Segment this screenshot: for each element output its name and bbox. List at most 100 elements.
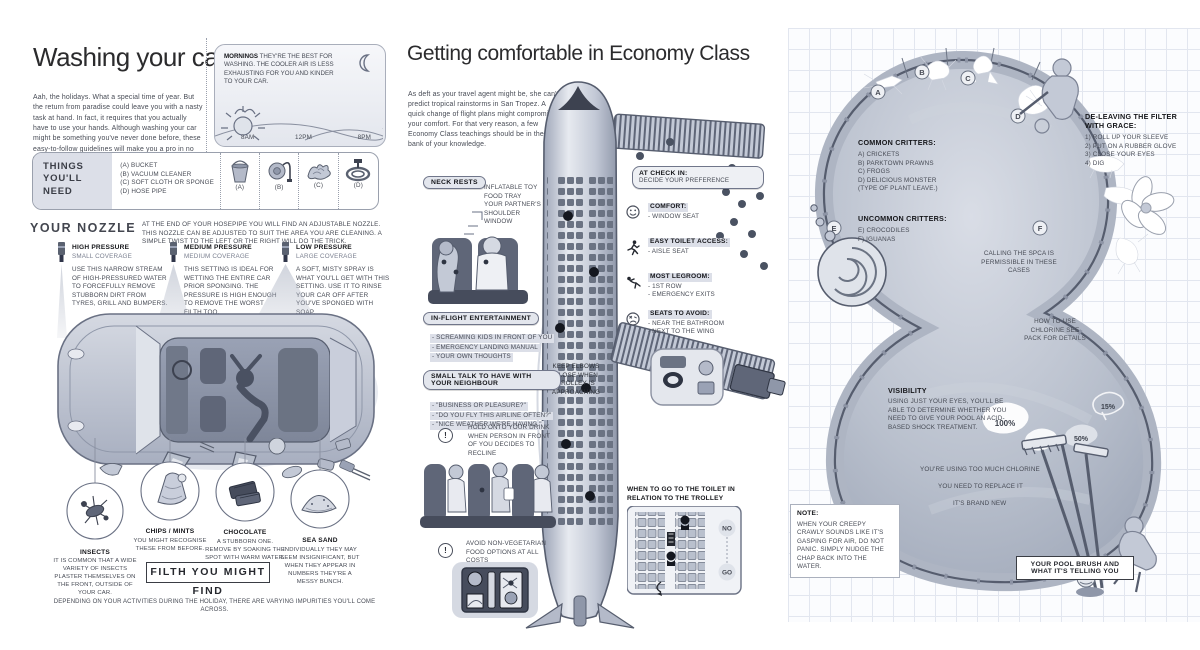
filth-text-sand: INDIVIDUALLY THEY MAY SEEM INSIGNIFICANT… — [280, 547, 360, 585]
things-item-c: (C) SOFT CLOTH OR SPONGE — [120, 179, 214, 186]
chocolate-bar-icon — [228, 480, 261, 507]
neck-rest-seats-illustration — [428, 211, 528, 304]
insect-splat-icon — [80, 495, 109, 526]
toilet-go-badge: GO — [722, 570, 732, 577]
things-label-b: (B) — [274, 184, 284, 191]
cricket-icon — [863, 73, 903, 95]
pool-illustration: A B C D E F 100% 80% 50% 15% — [810, 47, 1175, 597]
comfort-smiley-icon — [626, 205, 640, 219]
left-panel-title: Washing your car — [33, 42, 227, 72]
verdict-replace: YOU NEED TO REPLACE IT — [938, 483, 1023, 490]
middle-intro: As deft as your travel agent might be, s… — [408, 91, 559, 148]
vacuum-cleaner-icon — [268, 161, 293, 182]
toilet-minimap: NO GO — [627, 506, 742, 596]
filth-text-chips: YOU MIGHT RECOGNISE THESE FROM BEFORE. — [133, 538, 207, 552]
checkin-comfort: COMFORT: - WINDOW SEAT — [648, 203, 700, 220]
deleaving-block: DE-LEAVING THE FILTER WITH GRACE: 1) ROL… — [1085, 112, 1178, 167]
time-8am: 8AM — [241, 133, 255, 141]
filth-samples-illustration — [66, 438, 352, 540]
nozzle-lead: AT THE END OF YOUR HOSEPIPE YOU WILL FIN… — [142, 221, 382, 245]
neck-rests-label: NECK RESTS — [423, 176, 486, 189]
filth-box-label: FILTH YOU MIGHT FIND — [146, 562, 270, 597]
pool-shape — [814, 50, 1162, 592]
hanging-items-icons — [199, 438, 352, 455]
airplane-top-view-illustration — [525, 81, 786, 629]
pct-50: 50% — [1074, 436, 1089, 443]
warning-icon: ! — [438, 428, 453, 443]
visibility-block: VISIBILITY USING JUST YOUR EYES, YOU'LL … — [888, 386, 1007, 431]
food-tray-illustration — [452, 562, 538, 618]
svg-text:F: F — [1038, 224, 1043, 233]
mornings-box: MORNINGS THEY'RE THE BEST FOR WASHING. T… — [214, 44, 386, 147]
car-top-view-illustration — [57, 313, 378, 492]
filth-text-chocolate: A STUBBORN ONE. REMOVE BY SOAKING THE SP… — [205, 539, 285, 561]
creepy-crawly-swirl-icon — [810, 204, 887, 307]
checkin-avoid: SEATS TO AVOID: - NEAR THE BATHROOM - NE… — [648, 310, 725, 336]
low-pressure-nozzle-icon — [282, 242, 289, 262]
filth-title-sand: SEA SAND — [302, 537, 338, 544]
seated-passenger-icons — [555, 211, 599, 501]
svg-text:E: E — [831, 224, 836, 233]
moon-icon — [359, 54, 371, 72]
pct-100: 100% — [995, 419, 1015, 428]
soft-cloth-icon — [307, 164, 331, 180]
svg-text:C: C — [965, 74, 971, 83]
things-title: THINGS YOU'LL NEED — [33, 153, 113, 209]
iguana-icon — [1115, 233, 1149, 275]
filth-title-chocolate: CHOCOLATE — [223, 529, 267, 536]
small-talk-label: SMALL TALK TO HAVE WITH YOUR NEIGHBOUR — [423, 370, 561, 390]
toilet-map-label: WHEN TO GO TO THE TOILET IN RELATION TO … — [627, 486, 735, 502]
medium-pressure-nozzle-icon — [170, 242, 177, 262]
bucket-icon — [231, 160, 249, 183]
checkin-legroom: MOST LEGROOM: - 1ST ROW - EMERGENCY EXIT… — [648, 273, 715, 299]
entertainment-options: - SCREAMING KIDS IN FRONT OF YOU - EMERG… — [430, 334, 555, 362]
nozzle-setting-high: HIGH PRESSURE SMALL COVERAGE USE THIS NA… — [72, 244, 168, 308]
things-item-a: (A) BUCKET — [120, 162, 158, 169]
svg-text:A: A — [875, 88, 881, 97]
verdict-chlorine: YOU'RE USING TOO MUCH CHLORINE — [920, 466, 1040, 473]
spca-note: CALLING THE SPCA IS PERMISSIBLE IN THESE… — [981, 250, 1057, 274]
left-footer: DEPENDING ON YOUR ACTIVITIES DURING THE … — [53, 599, 376, 614]
filth-title-insects: INSECTS — [80, 549, 110, 556]
things-label-a: (A) — [235, 184, 245, 191]
small-talk-options: - "BUSINESS OR PLEASURE?" - "DO YOU FLY … — [430, 402, 554, 430]
things-item-b: (B) VACUUM CLEANER — [120, 170, 192, 178]
filth-title-chips: CHIPS / MINTS — [145, 528, 195, 535]
ring-letter-badges: A B C D E F — [826, 64, 1048, 236]
divider-dotted — [206, 38, 207, 176]
checkin-toilet-access: EASY TOILET ACCESS: - AISLE SEAT — [648, 238, 731, 255]
pct-15: 15% — [1101, 404, 1116, 411]
sun-rays-icon — [221, 106, 265, 141]
parktown-prawn-icon — [919, 55, 957, 91]
toilet-no-badge: NO — [722, 526, 732, 533]
chlorine-note: HOW TO USE CHLORINE SEE PACK FOR DETAILS — [1024, 318, 1086, 342]
warning-drink-text: HOLD ONTO YOUR DRINK WHEN PERSON IN FRON… — [468, 424, 550, 457]
brush-label-box: YOUR POOL BRUSH AND WHAT IT'S TELLING YO… — [1016, 556, 1134, 580]
svg-text:D: D — [1015, 112, 1021, 121]
high-pressure-nozzle-icon — [58, 242, 65, 262]
nozzle-title: YOUR NOZZLE — [30, 221, 137, 235]
lavatory-illustration — [650, 348, 724, 406]
mornings-bold: MORNINGS — [224, 53, 259, 60]
running-person-icon — [627, 240, 640, 256]
legroom-person-icon — [627, 276, 641, 289]
neck-rests-options: INFLATABLE TOY FOOD TRAY YOUR PARTNER'S … — [484, 184, 541, 225]
things-label-d: (D) — [353, 182, 363, 189]
jet-bridge-top — [612, 113, 766, 159]
sand-pile-icon — [301, 495, 337, 514]
time-12pm: 12PM — [295, 133, 313, 141]
verdict-new: IT'S BRAND NEW — [953, 500, 1007, 507]
cargo-truck-icon — [729, 364, 786, 399]
things-box: THINGS YOU'LL NEED (A) BUCKET (B) VACUUM… — [32, 152, 379, 210]
check-in-label-box: AT CHECK IN: DECIDE YOUR PREFERENCE — [632, 166, 764, 190]
mornings-text: MORNINGS THEY'RE THE BEST FOR WASHING. T… — [224, 53, 334, 86]
entertainment-label: IN-FLIGHT ENTERTAINMENT — [423, 312, 540, 325]
flower-icon — [1121, 176, 1175, 235]
sunrise-illustration — [215, 106, 383, 141]
common-critters-block: COMMON CRITTERS: A) CRICKETS B) PARKTOWN… — [858, 138, 938, 192]
svg-text:B: B — [919, 68, 925, 77]
chips-packet-icon — [157, 472, 187, 505]
things-label-c: (C) — [313, 182, 324, 189]
hose-pipe-icon — [346, 159, 371, 182]
